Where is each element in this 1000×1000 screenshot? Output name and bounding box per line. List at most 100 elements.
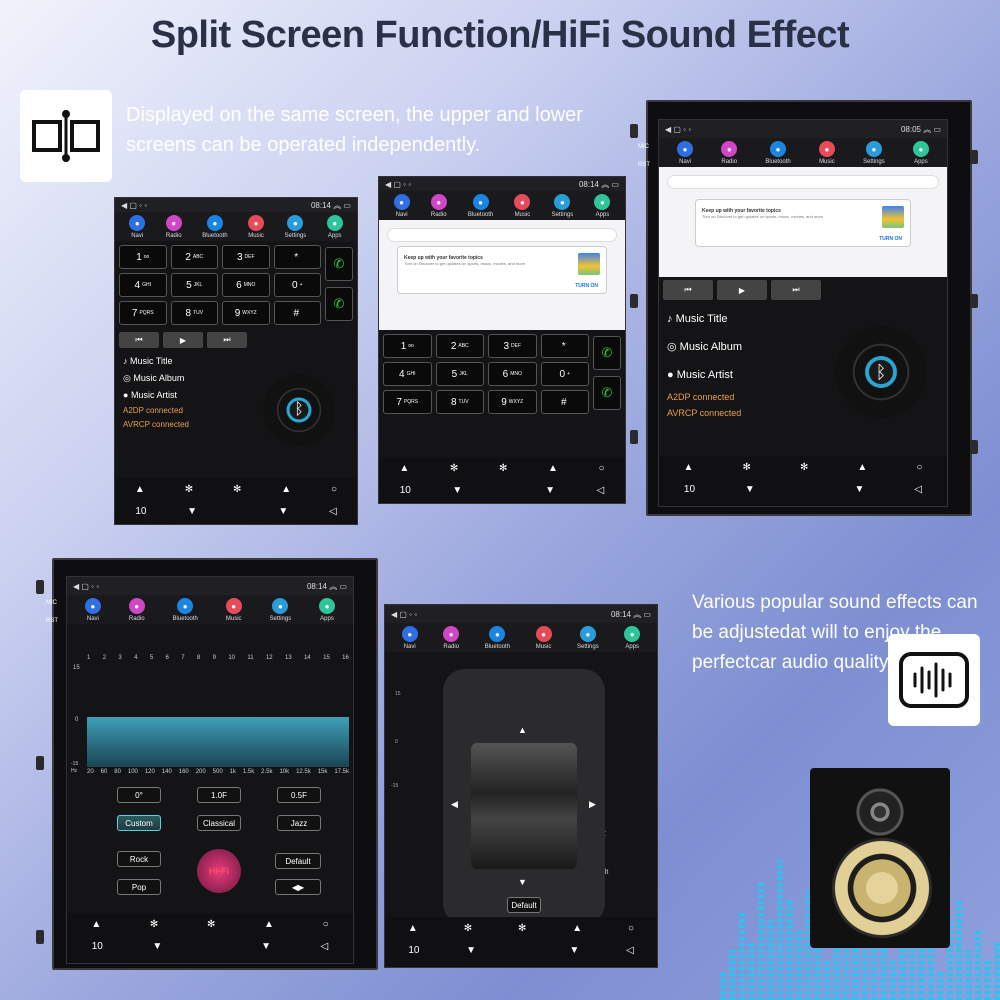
- sound-field-icon[interactable]: ◀▶: [275, 879, 321, 895]
- hifi-button[interactable]: Hi-Fi: [197, 849, 241, 893]
- eq-0deg-button[interactable]: 0°: [117, 787, 161, 803]
- preset-pop-button[interactable]: Pop: [117, 879, 161, 895]
- app-radio[interactable]: ●Radio: [430, 194, 447, 218]
- media-controls: ⏮▶⏭: [659, 277, 947, 303]
- bottom-bar: ▲✻✻▲○ 10▼▼◁: [115, 478, 357, 524]
- track-info: ♪ Music Title ◎ Music Album ● Music Arti…: [667, 313, 743, 418]
- google-search-input[interactable]: [667, 175, 939, 189]
- turn-on-button[interactable]: TURN ON: [575, 283, 598, 289]
- app-row: ●Navi●Radio●Bluetooth●Music●Settings●App…: [115, 212, 357, 241]
- eq-band-label: 1: [87, 655, 91, 661]
- eq-freq-label: 140: [161, 769, 172, 775]
- keypad-key[interactable]: #: [540, 390, 589, 414]
- app-apps[interactable]: ●Apps: [326, 215, 343, 239]
- app-music[interactable]: ●Music: [225, 598, 242, 622]
- app-radio[interactable]: ●Radio: [721, 141, 738, 165]
- app-navi[interactable]: ●Navi: [401, 626, 418, 650]
- turn-on-button[interactable]: TURN ON: [879, 236, 902, 242]
- keypad-key[interactable]: 0+: [273, 273, 321, 297]
- preset-jazz-button[interactable]: Jazz: [277, 815, 321, 831]
- eq-freq-label: 10k: [279, 769, 290, 775]
- app-settings[interactable]: ●Settings: [863, 141, 885, 165]
- keypad-key[interactable]: 0+: [540, 362, 589, 386]
- keypad-key[interactable]: #: [273, 301, 321, 325]
- app-label: Navi: [395, 212, 408, 218]
- call-icon[interactable]: ✆: [325, 247, 353, 281]
- right-arrow-icon[interactable]: ▶: [589, 799, 596, 809]
- app-music[interactable]: ●Music: [535, 626, 552, 650]
- app-radio[interactable]: ●Radio: [128, 598, 145, 622]
- app-radio[interactable]: ●Radio: [165, 215, 182, 239]
- app-navi[interactable]: ●Navi: [84, 598, 101, 622]
- preset-classical-button[interactable]: Classical: [197, 815, 241, 831]
- up-arrow-icon[interactable]: ▲: [518, 725, 527, 735]
- eq-05f-button[interactable]: 0.5F: [277, 787, 321, 803]
- down-arrow-icon[interactable]: ▼: [518, 877, 527, 887]
- app-music[interactable]: ●Music: [514, 194, 531, 218]
- eq-freq-label: 60: [100, 769, 108, 775]
- music-icon: ●: [248, 215, 265, 231]
- apps-icon: ●: [624, 626, 641, 642]
- app-bluetooth[interactable]: ●Bluetooth: [765, 141, 791, 165]
- app-settings[interactable]: ●Settings: [270, 598, 291, 622]
- preset-default-button[interactable]: Default: [275, 853, 321, 869]
- app-settings[interactable]: ●Settings: [577, 626, 599, 650]
- app-apps[interactable]: ●Apps: [594, 194, 611, 218]
- app-settings[interactable]: ●Settings: [552, 194, 573, 218]
- call-settings-icon[interactable]: ✆: [593, 376, 621, 410]
- next-button[interactable]: ⏭: [207, 332, 247, 348]
- call-settings-icon[interactable]: ✆: [325, 287, 353, 321]
- app-apps[interactable]: ●Apps: [912, 141, 929, 165]
- keypad-key[interactable]: *: [273, 245, 321, 269]
- app-bluetooth[interactable]: ●Bluetooth: [468, 194, 493, 218]
- seat-default-button[interactable]: Default: [507, 897, 541, 913]
- preset-rock-button[interactable]: Rock: [117, 851, 161, 867]
- next-button[interactable]: ⏭: [771, 280, 821, 300]
- left-arrow-icon[interactable]: ◀: [451, 799, 458, 809]
- app-label: Apps: [595, 212, 610, 218]
- play-button[interactable]: ▶: [163, 332, 203, 348]
- app-bluetooth[interactable]: ●Bluetooth: [202, 215, 228, 239]
- app-radio[interactable]: ●Radio: [443, 626, 460, 650]
- app-music[interactable]: ●Music: [818, 141, 835, 165]
- google-search-input[interactable]: [387, 228, 617, 242]
- app-bluetooth[interactable]: ●Bluetooth: [173, 598, 198, 622]
- eq-freq-label: 15k: [317, 769, 328, 775]
- app-navi[interactable]: ●Navi: [129, 215, 146, 239]
- app-row: ●Navi ●Radio ●Bluetooth ●Music ●Settings ●App…: [67, 595, 353, 624]
- app-label: Radio: [165, 233, 182, 239]
- preset-custom-button[interactable]: Custom: [117, 815, 161, 831]
- app-apps[interactable]: ●Apps: [624, 626, 641, 650]
- prev-button[interactable]: ⏮: [119, 332, 159, 348]
- app-bluetooth[interactable]: ●Bluetooth: [485, 626, 510, 650]
- keypad-key[interactable]: *: [540, 334, 589, 358]
- eq-1f-button[interactable]: 1.0F: [197, 787, 241, 803]
- call-icon[interactable]: ✆: [593, 336, 621, 370]
- app-row: ●Navi ●Radio ●Bluetooth ●Music ●Settings ●App…: [659, 138, 947, 167]
- play-button[interactable]: ▶: [717, 280, 767, 300]
- prev-button[interactable]: ⏮: [663, 280, 713, 300]
- app-apps[interactable]: ●Apps: [319, 598, 336, 622]
- app-music[interactable]: ●Music: [248, 215, 265, 239]
- app-navi[interactable]: ●Navi: [393, 194, 410, 218]
- app-settings[interactable]: ●Settings: [285, 215, 306, 239]
- app-navi[interactable]: ●Navi: [677, 141, 694, 165]
